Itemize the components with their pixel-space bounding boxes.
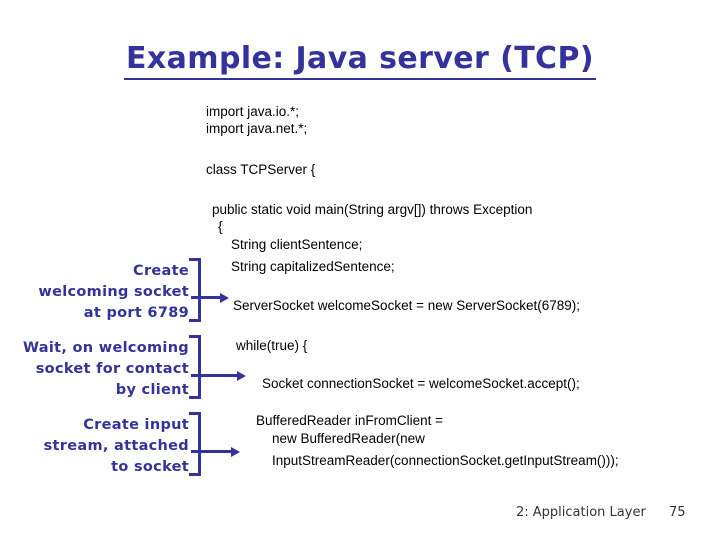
code-line: while(true) { [236,338,308,353]
code-line: Socket connectionSocket = welcomeSocket.… [262,376,580,391]
code-line: import java.io.*; [206,104,300,119]
code-line: ServerSocket welcomeSocket = new ServerS… [233,298,581,313]
code-line: String clientSentence; [231,237,363,252]
page-title: Example: Java server (TCP) [0,42,720,80]
page-title-text: Example: Java server (TCP) [124,42,596,80]
footer-chapter-label: 2: Application Layer [516,505,646,520]
annotation-arrow-head [231,446,240,457]
annotation-line: welcoming socket [38,284,189,300]
footer-page-number: 75 [669,505,686,520]
annotation-arrow-shaft [191,296,220,299]
code-line: import java.net.*; [206,121,308,136]
annotation-line: stream, attached [43,438,189,454]
annotation-bracket [189,412,201,476]
annotation-line: Create [133,263,189,279]
annotation-line: Create input [83,417,189,433]
annotation-line: socket for contact [35,361,189,377]
annotation-arrow-head [220,292,229,303]
code-line: BufferedReader inFromClient = [256,413,443,428]
code-line: { [218,219,223,234]
annotation-arrow-shaft [191,450,231,453]
code-line: String capitalizedSentence; [231,259,395,274]
annotation-text: Wait, on welcoming socket for contact by c… [23,338,189,401]
annotation-text: Create welcoming socket at port 6789 [38,261,189,324]
annotation-line: at port 6789 [83,305,189,321]
annotation-arrow-shaft [191,374,237,377]
annotation-bracket [189,258,201,322]
annotation-arrow-head [237,370,246,381]
annotation-line: by client [115,382,189,398]
code-line: InputStreamReader(connectionSocket.getIn… [272,453,619,468]
annotation-line: to socket [111,459,189,475]
code-line: class TCPServer { [206,162,316,177]
annotation-bracket [189,335,201,399]
annotation-text: Create input stream, attached to socket [44,415,189,478]
annotation-line: Wait, on welcoming [23,340,189,356]
code-line: public static void main(String argv[]) t… [212,202,533,217]
code-line: new BufferedReader(new [272,431,425,446]
